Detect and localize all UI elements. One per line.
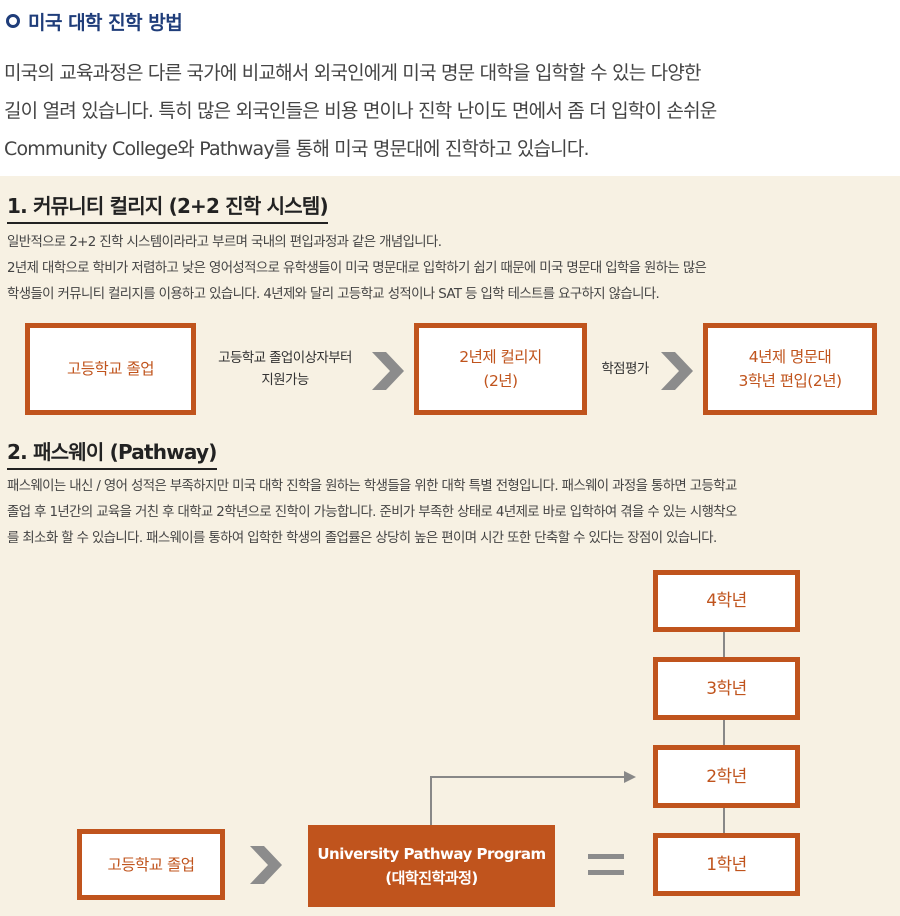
grade-text: 4학년 [706, 591, 747, 611]
flow-step-text: (2년) [483, 372, 518, 390]
pathway-start-highschool: 고등학교 졸업 [77, 829, 225, 900]
arrow-to-grade2-icon [430, 771, 636, 826]
program-title: University Pathway Program [317, 845, 546, 863]
intro-line: Community College와 Pathway를 통해 미국 명문대에 진… [4, 138, 590, 160]
section2-paragraph: 패스웨이는 내신 / 영어 성적은 부족하지만 미국 대학 진학을 원하는 학생… [7, 474, 737, 552]
program-subtitle: (대학진학과정) [385, 869, 478, 887]
flow-step-text: 3학년 편입(2년) [738, 372, 842, 390]
page-title: 미국 대학 진학 방법 [6, 6, 183, 36]
circle-bullet-icon [6, 14, 20, 28]
section2-line: 졸업 후 1년간의 교육을 거친 후 대학교 2학년으로 진학이 가능합니다. … [7, 505, 737, 520]
flow-step-text: 4년제 명문대 [748, 348, 832, 366]
connector-line [723, 631, 725, 658]
section1-heading: 1. 커뮤니티 컬리지 (2+2 진학 시스템) [7, 190, 329, 224]
chevron-right-icon [372, 352, 404, 390]
flow-label-line: 고등학교 졸업이상자부터 [218, 350, 352, 366]
chevron-right-icon [661, 352, 693, 390]
section2-line: 패스웨이는 내신 / 영어 성적은 부족하지만 미국 대학 진학을 원하는 학생… [7, 479, 737, 494]
grade-4-box: 4학년 [653, 570, 800, 632]
intro-line: 미국의 교육과정은 다른 국가에 비교해서 외국인에게 미국 명문 대학을 입학… [4, 62, 702, 84]
section2-line: 를 최소화 할 수 있습니다. 패스웨이를 통하여 입학한 학생의 졸업률은 상… [7, 531, 717, 546]
flow-label-line: 지원가능 [261, 372, 309, 388]
content-panel: 1. 커뮤니티 컬리지 (2+2 진학 시스템) 일반적으로 2+2 진학 시스… [0, 176, 900, 916]
section1-line: 학생들이 커뮤니티 컬리지를 이용하고 있습니다. 4년제와 달리 고등학교 성… [7, 287, 660, 302]
flow-label-line: 학점평가 [601, 361, 649, 377]
grade-text: 3학년 [706, 678, 747, 699]
flow-step-university: 4년제 명문대 3학년 편입(2년) [703, 323, 877, 415]
flow-step-highschool: 고등학교 졸업 [25, 323, 196, 415]
section2-heading: 2. 패스웨이 (Pathway) [7, 436, 217, 470]
equals-icon [588, 854, 624, 878]
section1-line: 2년제 대학으로 학비가 저렴하고 낮은 영어성적으로 유학생들이 미국 명문대… [7, 261, 707, 276]
flow-step-text: 2년제 컬리지 [459, 348, 542, 366]
flow-label-eligibility: 고등학교 졸업이상자부터 지원가능 [200, 347, 370, 391]
intro-paragraph: 미국의 교육과정은 다른 국가에 비교해서 외국인에게 미국 명문 대학을 입학… [4, 54, 896, 168]
grade-3-box: 3학년 [653, 657, 800, 720]
chevron-right-icon [250, 846, 282, 884]
flow-label-credit: 학점평가 [592, 358, 658, 380]
grade-text: 2학년 [706, 766, 747, 787]
flow-step-text: 고등학교 졸업 [67, 360, 155, 378]
connector-line [723, 807, 725, 834]
university-pathway-program-box: University Pathway Program (대학진학과정) [308, 825, 555, 907]
grade-text: 1학년 [706, 854, 747, 875]
section1-paragraph: 일반적으로 2+2 진학 시스템이라라고 부르며 국내의 편입과정과 같은 개념… [7, 230, 707, 308]
grade-1-box: 1학년 [653, 833, 800, 896]
section1-line: 일반적으로 2+2 진학 시스템이라라고 부르며 국내의 편입과정과 같은 개념… [7, 235, 442, 250]
grade-2-box: 2학년 [653, 745, 800, 808]
intro-line: 길이 열려 있습니다. 특히 많은 외국인들은 비용 면이나 진학 난이도 면에… [4, 100, 717, 122]
flow-step-college: 2년제 컬리지 (2년) [414, 323, 587, 415]
flow-step-text: 고등학교 졸업 [107, 855, 196, 874]
page-title-text: 미국 대학 진학 방법 [28, 11, 183, 34]
connector-line [723, 719, 725, 746]
